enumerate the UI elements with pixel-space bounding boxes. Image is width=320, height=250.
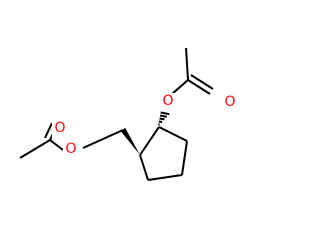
ring-bond-c4-c5 <box>147 174 183 181</box>
molecule-structure: O O O O <box>19 47 238 181</box>
ester-o-to-carbonyl-c <box>171 79 189 95</box>
oxygen-chain-carbonyl-label: O <box>54 120 65 136</box>
solid-wedge-bond <box>120 127 140 155</box>
ring-bond-c2-c3 <box>158 126 188 142</box>
carbonyl-double-bond-b <box>190 74 214 90</box>
oxygen-chain-ester-label: O <box>65 141 76 157</box>
carbonyl-c-to-methyl <box>185 47 189 81</box>
oxygen-ring-carbonyl-label: O <box>224 94 235 110</box>
hashed-wedge-bond <box>158 111 170 126</box>
ch2-to-ester-o <box>82 129 124 149</box>
carbonyl-c-to-methyl <box>19 139 51 159</box>
carbonyl-double-bond-b <box>44 122 53 139</box>
ring-acetate-group <box>171 47 214 95</box>
carbonyl-double-bond-a <box>187 79 211 95</box>
cyclopentane-ring <box>139 126 188 181</box>
ring-bond-c3-c4 <box>181 140 188 176</box>
ester-o-to-carbonyl-c <box>49 139 64 151</box>
ring-bond-c1-c2 <box>139 126 160 156</box>
atom-labels: O O O O <box>52 93 238 157</box>
oxygen-ring-ester-label: O <box>162 93 173 109</box>
ring-bond-c5-c1 <box>139 154 149 181</box>
